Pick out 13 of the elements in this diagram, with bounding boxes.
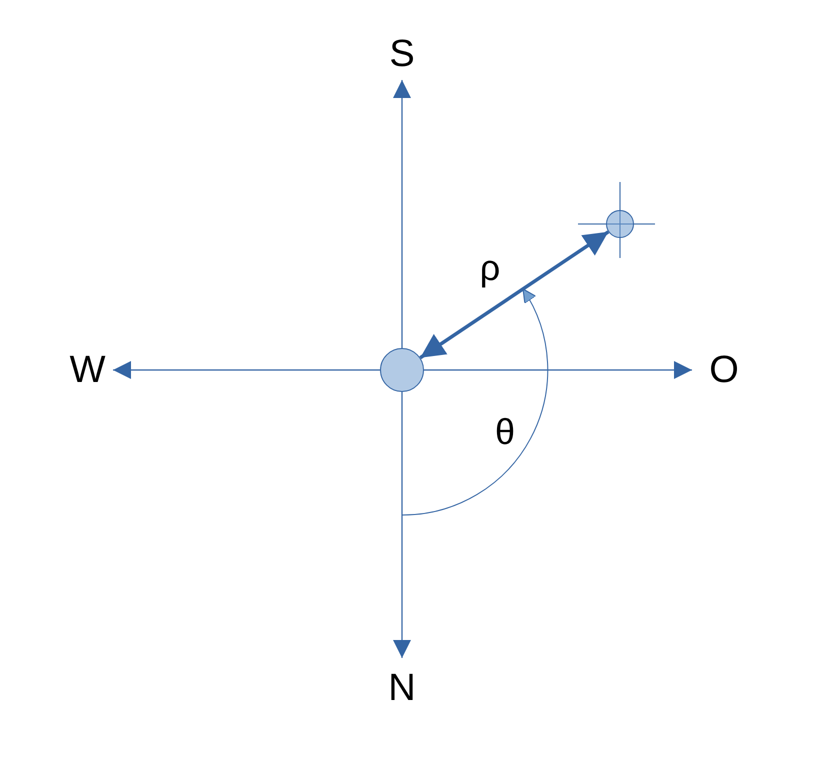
angle-label: θ	[494, 414, 516, 450]
direction-label: S	[389, 32, 415, 76]
double-arrow	[419, 230, 610, 360]
target-point	[606, 210, 634, 238]
arrow	[113, 361, 380, 379]
direction-label: W	[70, 348, 106, 392]
direction-label: N	[388, 666, 416, 710]
direction-label: O	[709, 348, 739, 392]
arrow	[393, 80, 411, 348]
origin-point	[380, 348, 424, 392]
arrow	[393, 392, 411, 658]
arrow	[424, 361, 692, 379]
edge-label: ρ	[480, 250, 500, 286]
